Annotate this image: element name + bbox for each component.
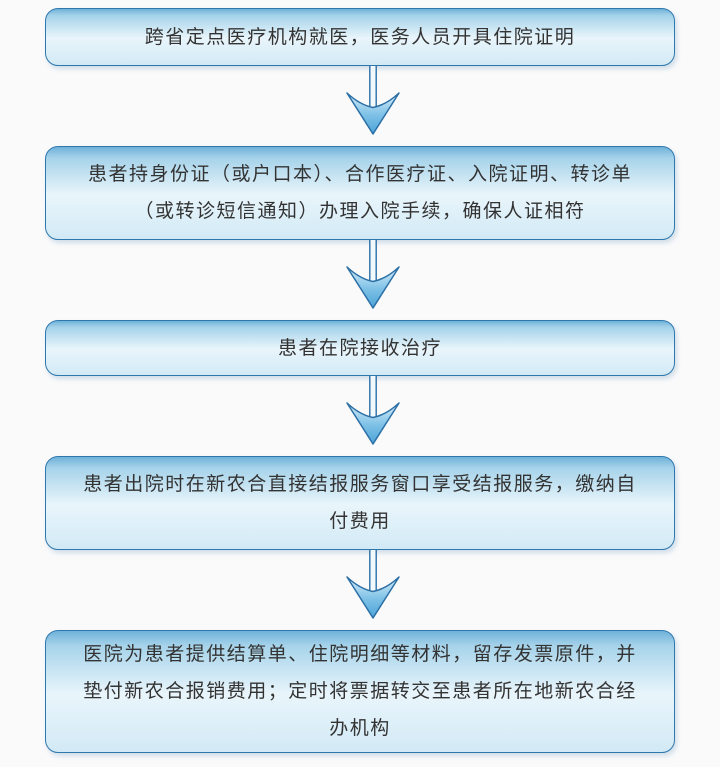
flow-step-2-label: 患者持身份证（或户口本）、合作医疗证、入院证明、转诊单（或转诊短信通知）办理入院… (87, 164, 632, 222)
flow-step-1: 跨省定点医疗机构就医，医务人员开具住院证明 (45, 8, 675, 66)
down-arrow-icon (346, 550, 400, 619)
down-arrow-icon (346, 240, 400, 309)
flow-step-1-label: 跨省定点医疗机构就医，医务人员开具住院证明 (144, 26, 576, 48)
flow-step-2: 患者持身份证（或户口本）、合作医疗证、入院证明、转诊单（或转诊短信通知）办理入院… (45, 146, 675, 240)
flow-step-3: 患者在院接收治疗 (45, 320, 675, 376)
flow-step-3-label: 患者在院接收治疗 (277, 337, 442, 359)
down-arrow-icon (346, 376, 400, 445)
flow-step-5: 医院为患者提供结算单、住院明细等材料，留存发票原件，并垫付新农合报销费用；定时将… (45, 630, 675, 753)
flow-step-4: 患者出院时在新农合直接结报服务窗口享受结报服务，缴纳自付费用 (45, 456, 675, 550)
flow-step-4-label: 患者出院时在新农合直接结报服务窗口享受结报服务，缴纳自付费用 (83, 474, 637, 532)
flow-step-5-label: 医院为患者提供结算单、住院明细等材料，留存发票原件，并垫付新农合报销费用；定时将… (83, 644, 637, 739)
down-arrow-icon (346, 66, 400, 135)
